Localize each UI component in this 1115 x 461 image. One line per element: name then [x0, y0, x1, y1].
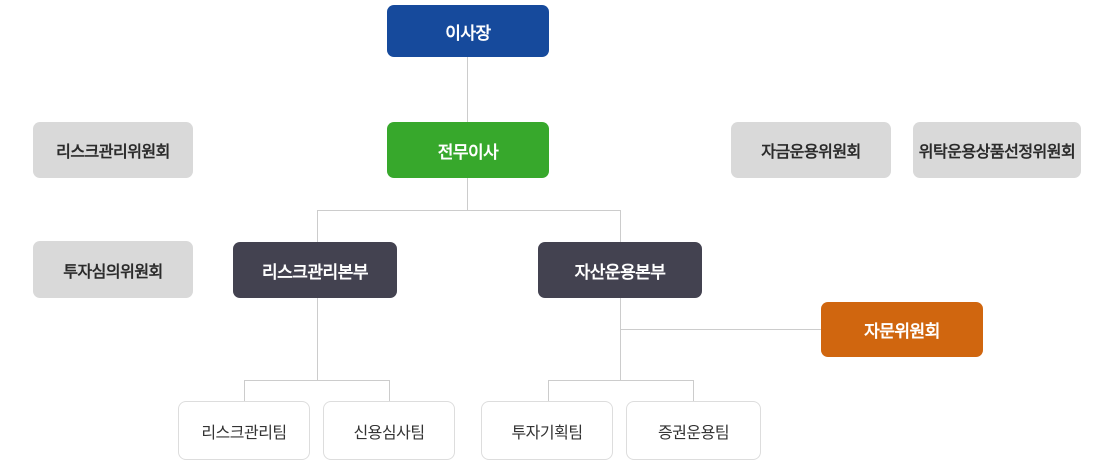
connector-securities-team-down	[693, 380, 694, 401]
node-fund-management-committee: 자금운용위원회	[731, 122, 891, 178]
node-chairman: 이사장	[387, 5, 549, 57]
connector-asset-division-up	[620, 210, 621, 242]
connector-risk-teams-horizontal	[244, 380, 390, 381]
node-investment-review-committee: 투자심의위원회	[33, 241, 193, 298]
connector-investment-team-down	[548, 380, 549, 401]
node-asset-management-division: 자산운용본부	[538, 242, 702, 298]
node-executive-director: 전무이사	[387, 122, 549, 178]
connector-asset-division-down	[620, 298, 621, 380]
connector-asset-teams-horizontal	[548, 380, 694, 381]
node-risk-management-division: 리스크관리본부	[233, 242, 397, 298]
connector-credit-team-down	[389, 380, 390, 401]
node-risk-management-committee: 리스크관리위원회	[33, 122, 193, 178]
connector-risk-division-down	[317, 298, 318, 380]
node-entrusted-product-selection-committee: 위탁운용상품선정위원회	[913, 122, 1081, 178]
connector-executive-down	[467, 178, 468, 211]
connector-risk-team-down	[244, 380, 245, 401]
connector-risk-division-up	[317, 210, 318, 242]
node-securities-management-team: 증권운용팀	[626, 401, 761, 460]
node-risk-management-team: 리스크관리팀	[178, 401, 310, 460]
node-advisory-committee: 자문위원회	[821, 302, 983, 357]
node-investment-planning-team: 투자기획팀	[481, 401, 613, 460]
connector-divisions-horizontal	[317, 210, 621, 211]
connector-chairman-executive	[467, 57, 468, 122]
node-credit-review-team: 신용심사팀	[323, 401, 455, 460]
connector-advisory-horizontal	[620, 329, 821, 330]
